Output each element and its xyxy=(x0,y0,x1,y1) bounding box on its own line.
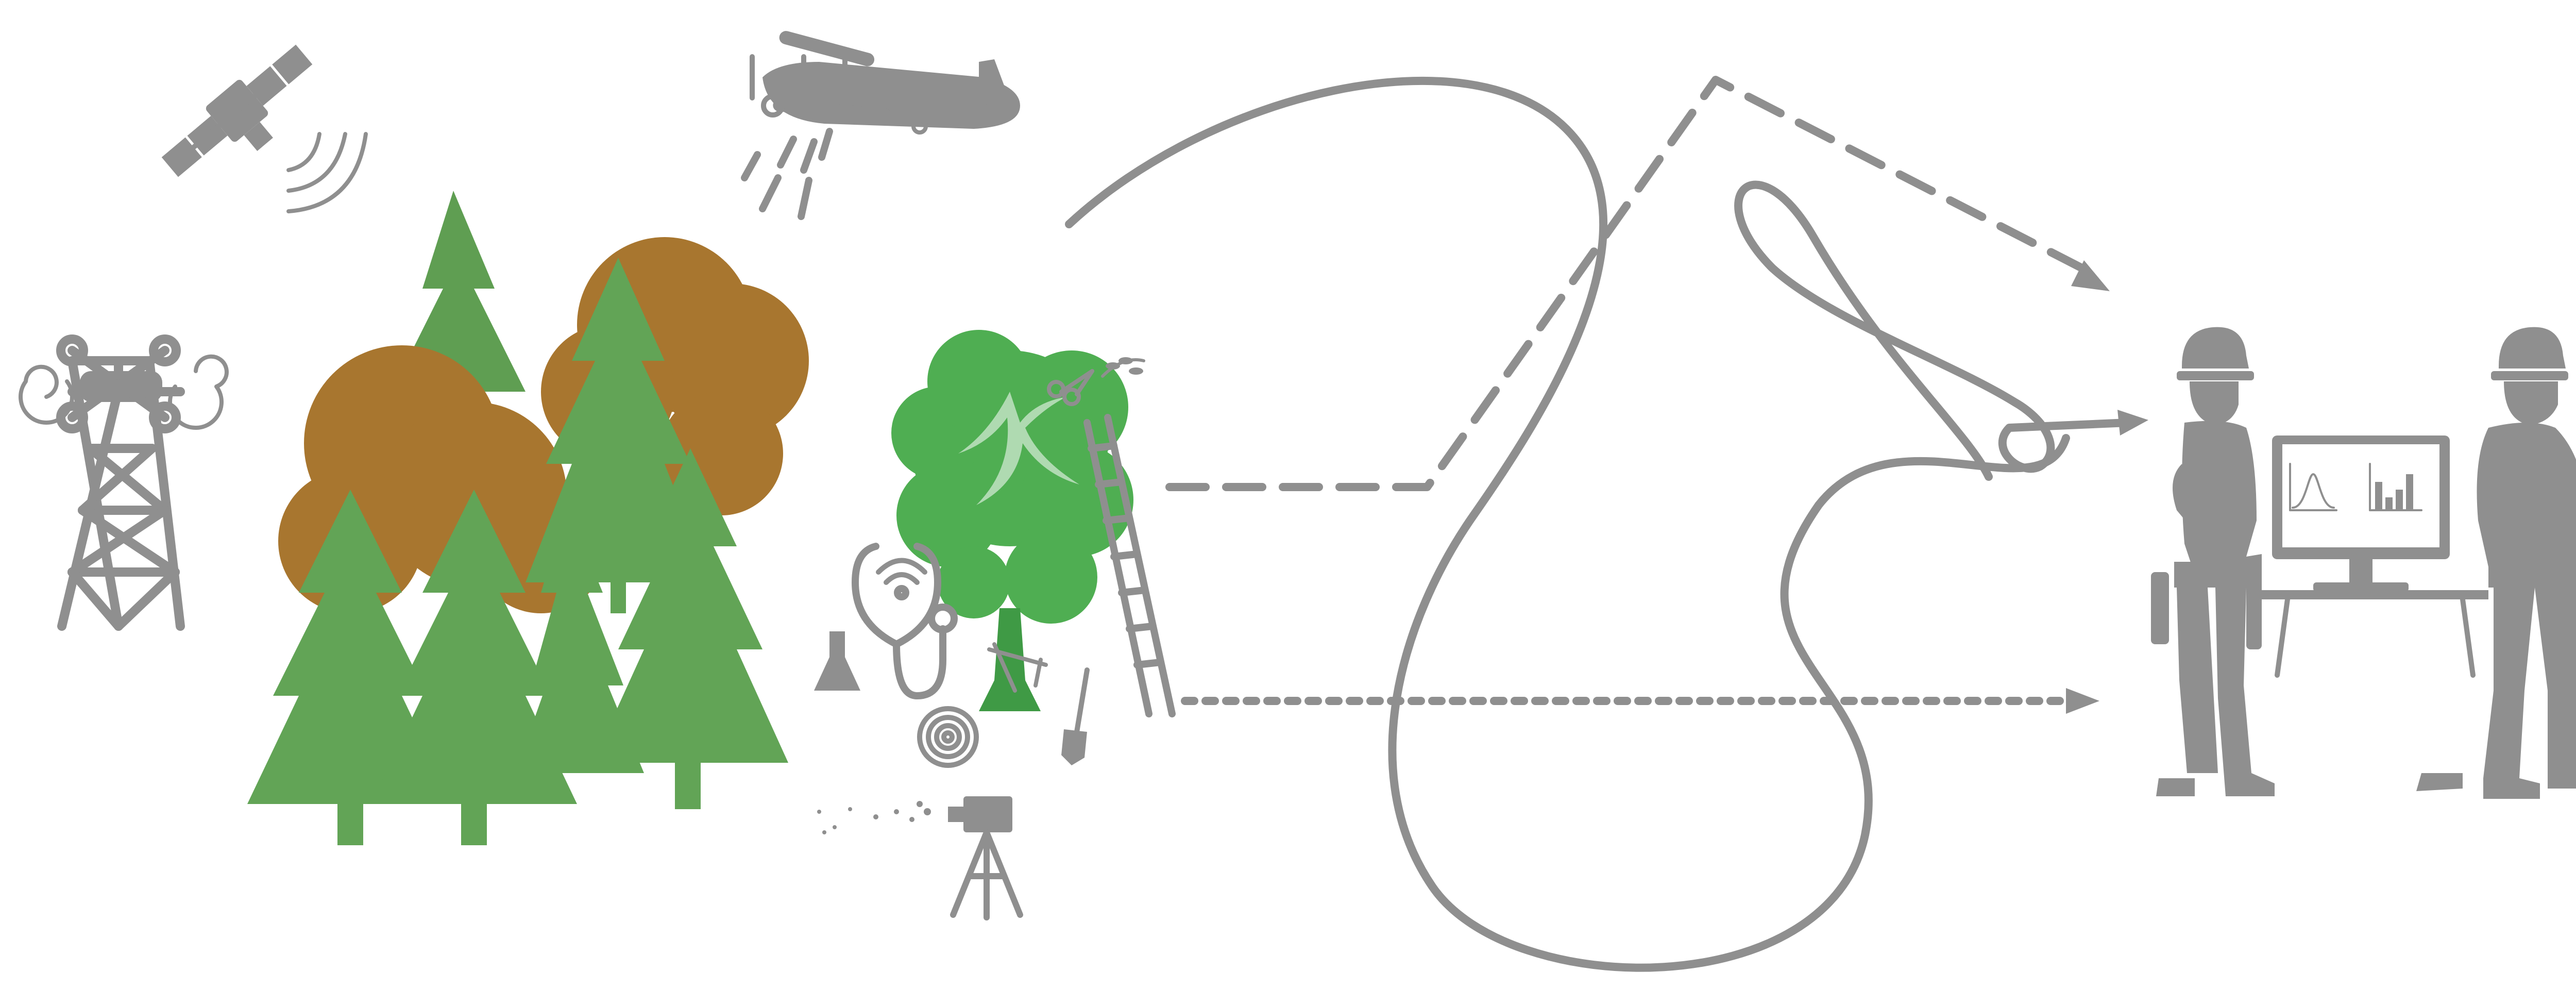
monitor-icon xyxy=(2257,436,2488,675)
forester-figure-left xyxy=(2151,327,2275,796)
satellite-icon xyxy=(155,37,332,200)
camera-tripod-icon xyxy=(817,796,1020,917)
winding-line xyxy=(1069,81,2066,968)
dotted-arrow xyxy=(1185,688,2099,714)
dashed-arrow xyxy=(1170,80,2110,487)
shovel-icon xyxy=(1061,670,1087,765)
tree-ring-core-icon xyxy=(920,709,976,765)
forest-stand-illustration xyxy=(247,191,809,845)
satellite-signal-waves xyxy=(289,134,366,211)
flask-icon xyxy=(814,631,860,691)
forester-figure-right xyxy=(2416,327,2576,799)
drone-tower-icon xyxy=(21,339,227,626)
stethoscope-icon xyxy=(855,546,954,696)
airplane-icon xyxy=(752,29,1020,132)
airplane-sensor-rays xyxy=(744,131,829,216)
looping-arrow xyxy=(1738,185,2148,477)
